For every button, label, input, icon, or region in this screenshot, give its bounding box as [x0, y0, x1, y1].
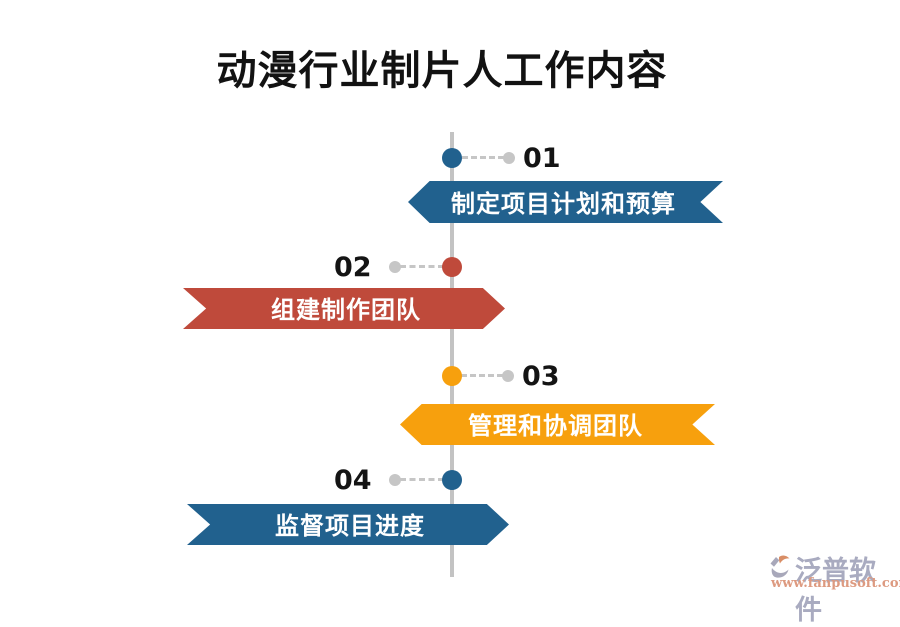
timeline-dot-2: [442, 257, 462, 277]
timeline-dot-3: [442, 366, 462, 386]
infographic-canvas: 动漫行业制片人工作内容 01 制定项目计划和预算 02 组建制作团队 03 管理…: [183, 47, 900, 626]
ribbon-arrow-shape-3: [400, 404, 715, 445]
step-number-3: 03: [522, 361, 560, 392]
fanpu-logo-icon: [770, 555, 790, 578]
timeline-axis: [450, 132, 454, 577]
ribbon-arrow-shape-4: [187, 504, 509, 545]
banner-label-1: 制定项目计划和预算: [451, 188, 676, 218]
connector-end-dot-2: [389, 261, 401, 273]
timeline-dot-1: [442, 148, 462, 168]
step-number-2: 02: [334, 252, 372, 283]
dashed-connector-1: [462, 156, 504, 159]
diagram-title: 动漫行业制片人工作内容: [216, 47, 668, 94]
banner-1: 制定项目计划和预算: [408, 181, 723, 223]
banner-label-3: 管理和协调团队: [468, 411, 643, 440]
step-number-1: 01: [523, 143, 561, 174]
connector-end-dot-4: [389, 474, 401, 486]
banner-label-2: 组建制作团队: [271, 295, 421, 324]
banner-2: 组建制作团队: [183, 288, 505, 329]
timeline-dot-4: [442, 470, 462, 490]
banner-3: 管理和协调团队: [400, 404, 715, 445]
brand-url: www.fanpusoft.com: [771, 576, 900, 591]
connector-end-dot-3: [502, 370, 514, 382]
connector-end-dot-1: [503, 152, 515, 164]
dashed-connector-2: [400, 265, 444, 268]
brand-watermark: 泛普软件 www.fanpusoft.com: [755, 548, 900, 626]
ribbon-arrow-shape-2: [183, 288, 505, 329]
dashed-connector-3: [461, 374, 503, 377]
banner-4: 监督项目进度: [187, 504, 509, 545]
banner-label-4: 监督项目进度: [275, 511, 425, 540]
step-number-4: 04: [334, 465, 372, 496]
dashed-connector-4: [400, 478, 444, 481]
ribbon-arrow-shape-1: [408, 181, 723, 223]
